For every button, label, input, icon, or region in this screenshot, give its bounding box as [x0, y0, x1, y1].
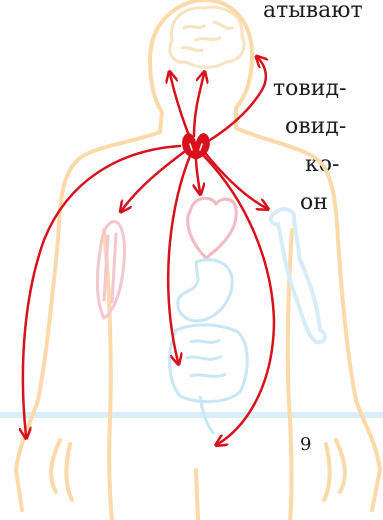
arrow-to-brain-center [194, 74, 204, 136]
thyroid-gland-icon [182, 133, 210, 160]
arrow-to-brain-left [170, 74, 190, 138]
stomach-icon [178, 260, 232, 321]
page-number: 9 [300, 434, 311, 455]
arrow-to-heart [196, 158, 200, 192]
arrow-to-left-hand [23, 146, 180, 436]
arrow-to-left-arm [122, 152, 184, 210]
arrow-to-right-arm [206, 154, 266, 208]
brain-icon [170, 7, 244, 67]
heart-icon [188, 198, 236, 258]
arm-bone-icon [271, 209, 325, 342]
intestines-icon [170, 325, 248, 434]
arrow-to-intestine-left [168, 156, 190, 362]
